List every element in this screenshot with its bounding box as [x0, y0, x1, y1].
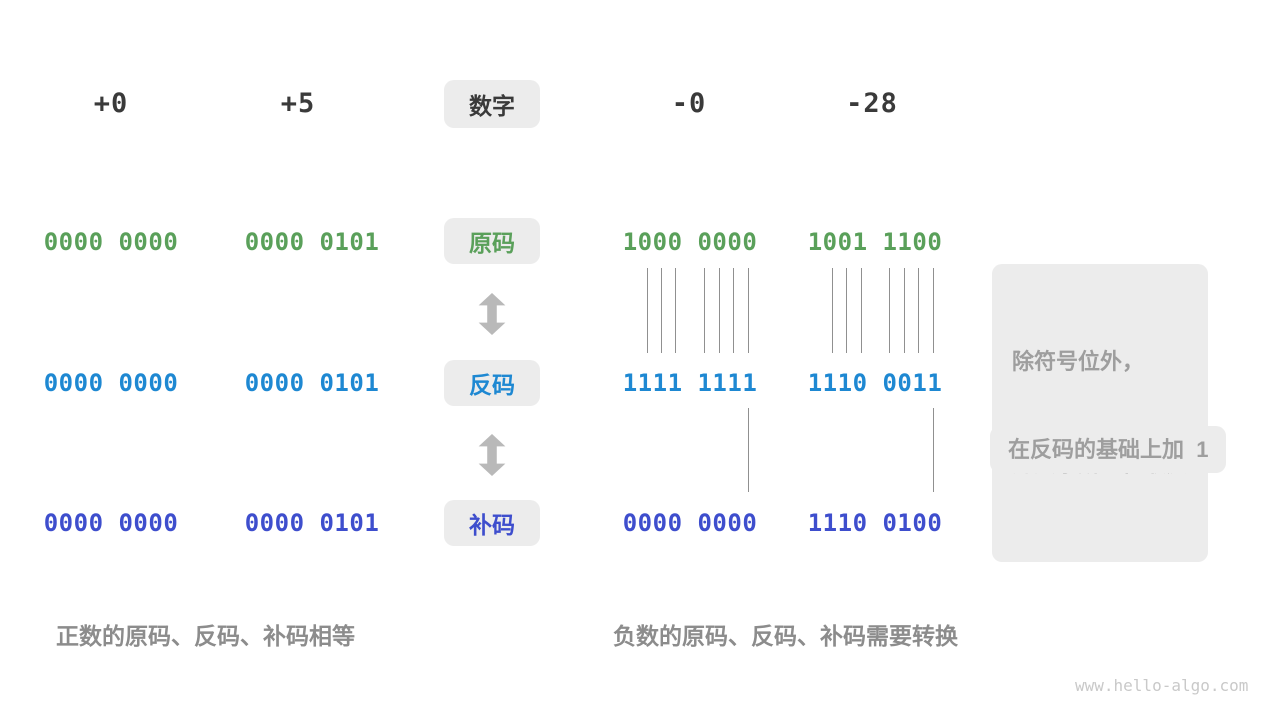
twos-complement-label-box: 补码: [444, 500, 540, 546]
add-one-connector-line: [932, 408, 934, 492]
bit-flip-connector-line: [718, 268, 720, 353]
header-value-pos-five: +5: [280, 88, 316, 119]
bit-flip-connector-line: [675, 268, 677, 353]
bit-flip-connector-line: [733, 268, 735, 353]
ones-complement-neg-28: 1110 0011: [807, 369, 943, 397]
ones-complement-pos-zero: 0000 0000: [43, 369, 179, 397]
bit-flip-connector-line: [932, 268, 934, 353]
number-label-box: 数字: [444, 80, 540, 128]
sign-magnitude-label-box: 原码: [444, 218, 540, 264]
twos-complement-label: 补码: [469, 512, 515, 538]
twos-complement-pos-five: 0000 0101: [244, 509, 380, 537]
ones-complement-neg-zero: 1111 1111: [622, 369, 758, 397]
bit-flip-connector-line: [889, 268, 891, 353]
twos-complement-neg-28: 1110 0100: [807, 509, 943, 537]
sign-magnitude-label: 原码: [469, 230, 515, 256]
header-value-pos-zero: +0: [93, 88, 129, 119]
add-one-note: 在反码的基础上加 1: [990, 426, 1227, 473]
sign-magnitude-pos-five: 0000 0101: [244, 228, 380, 256]
negative-numbers-caption: 负数的原码、反码、补码需要转换: [613, 623, 958, 649]
bit-flip-connector-line: [903, 268, 905, 353]
bit-flip-connector-line: [747, 268, 749, 353]
twos-complement-neg-zero: 0000 0000: [622, 509, 758, 537]
watermark: www.hello-algo.com: [1075, 676, 1249, 695]
positive-numbers-caption: 正数的原码、反码、补码相等: [56, 623, 355, 649]
bit-flip-connector-line: [918, 268, 920, 353]
bit-flip-connector-line: [860, 268, 862, 353]
add-one-connector-line: [747, 408, 749, 492]
double-arrow-icon: [478, 293, 506, 335]
bit-flip-connector-line: [846, 268, 848, 353]
bit-flip-connector-line: [704, 268, 706, 353]
twos-complement-pos-zero: 0000 0000: [43, 509, 179, 537]
flip-bits-note: 除符号位外， 对其余所有位取反: [992, 264, 1209, 562]
sign-magnitude-pos-zero: 0000 0000: [43, 228, 179, 256]
number-label: 数字: [469, 93, 515, 119]
header-value-neg-zero: -0: [671, 88, 707, 119]
bit-flip-connector-line: [646, 268, 648, 353]
sign-magnitude-neg-28: 1001 1100: [807, 228, 943, 256]
sign-magnitude-neg-zero: 1000 0000: [622, 228, 758, 256]
bit-flip-connector-line: [661, 268, 662, 353]
bit-flip-connector-line: [831, 268, 833, 353]
header-value-neg-28: -28: [846, 88, 898, 119]
double-arrow-icon: [478, 434, 506, 476]
ones-complement-pos-five: 0000 0101: [244, 369, 380, 397]
ones-complement-label: 反码: [469, 372, 515, 398]
flip-bits-note-line1: 除符号位外，: [1012, 349, 1145, 374]
ones-complement-label-box: 反码: [444, 360, 540, 406]
